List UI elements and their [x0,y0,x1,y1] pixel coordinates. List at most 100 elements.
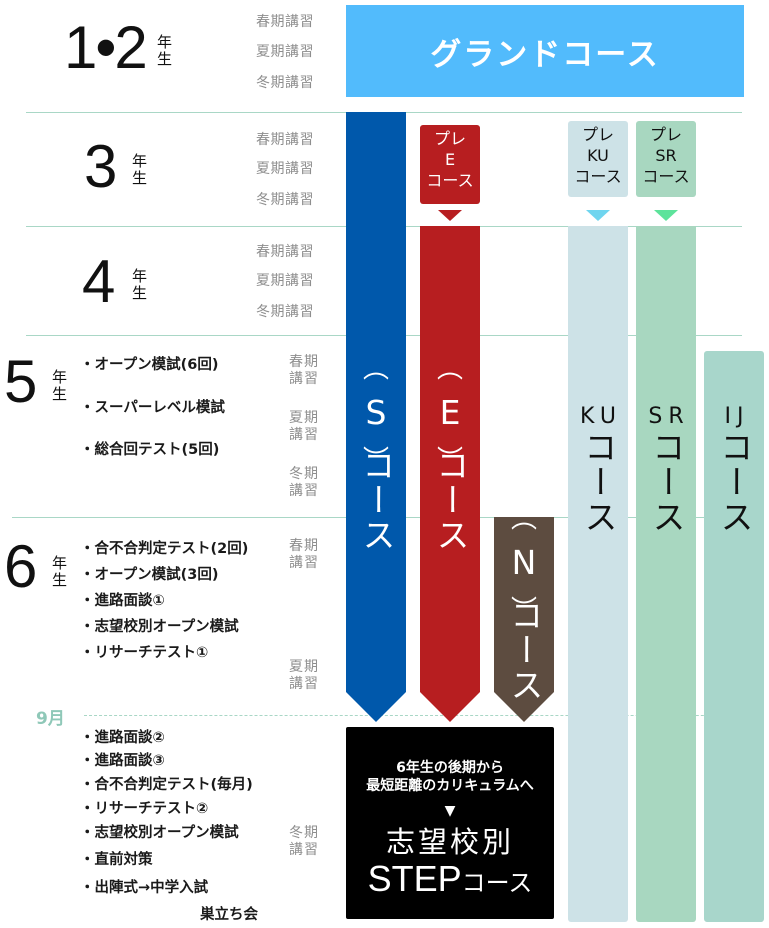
grade-suffix: 年生 [157,33,173,68]
grade-number: 1•2 [64,14,148,81]
e-course-paren-close: ⌒ [437,424,464,454]
e-course-name: コース [431,448,470,553]
ku-course-name: コース [579,430,618,535]
ku-course-label: KU コース [568,404,628,535]
pre-sr-course-box[interactable]: プレ SR コース [636,121,696,197]
ku-course-bar[interactable] [568,226,628,922]
season-winter: 冬期講習 [289,825,319,858]
pre-ku-down-arrow-icon [586,210,610,221]
sr-course-bar[interactable] [636,226,696,922]
grade-number: 4 [82,248,115,315]
pre-sr-line1: プレ [649,125,682,144]
season-summer: 夏期講習 [289,410,319,443]
grade-suffix: 年生 [132,152,148,187]
n-course-bar[interactable] [494,517,554,724]
s-course-bar[interactable] [346,112,406,724]
event-item: ・進路面談① [80,593,165,609]
event-item: ・志望校別オープン模試 [80,825,239,841]
event-item: ・スーパーレベル模試 [80,400,225,416]
pre-sr-line2: SR [655,146,677,165]
event-item: ・合不合判定テスト(毎月) [80,777,253,793]
sr-course-label: SR コース [636,404,696,535]
s-course-paren-close: ⌒ [363,424,390,454]
ku-course-code: KU [580,404,622,429]
n-course-paren-close: ⌒ [511,574,538,604]
separator-september [84,715,764,716]
e-course-code: E [439,393,461,432]
pre-sr-down-arrow-icon [654,210,678,221]
event-item: ・リサーチテスト① [80,645,209,661]
step-title-latin: STEP [367,858,462,899]
pre-ku-line3: コース [574,167,622,186]
pre-ku-course-box[interactable]: プレ KU コース [568,121,628,197]
season-summer: 夏期講習 [256,273,314,289]
n-course-code: N [511,543,537,582]
pre-sr-line3: コース [642,167,690,186]
e-course-paren-open: ⌒ [436,372,463,402]
season-spring: 春期講習 [256,244,314,260]
step-down-arrow-icon: ▼ [444,803,456,819]
sr-course-name: コース [647,430,686,535]
event-item: ・リサーチテスト② [80,801,209,817]
n-course-label: ⌒ N ⌒ コース [494,522,554,703]
month-marker: 9月 [36,709,65,729]
season-winter: 冬期講習 [256,192,314,208]
event-item: ・合不合判定テスト(2回) [80,541,249,557]
n-course-shape [494,517,554,722]
season-summer: 夏期講習 [256,44,314,60]
pre-e-down-arrow-icon [438,210,462,221]
season-winter: 冬期講習 [256,75,314,91]
season-winter: 冬期講習 [256,304,314,320]
grade-suffix: 年生 [132,267,148,302]
grade-suffix: 年生 [52,554,68,589]
s-course-name: コース [357,448,396,553]
step-lead-line2: 最短距離のカリキュラムへ [366,778,534,794]
season-spring: 春期講習 [289,354,319,387]
e-course-label: ⌒ E ⌒ コース [420,372,480,553]
ij-course-code: IJ [724,404,750,429]
season-spring: 春期講習 [256,14,314,30]
pre-ku-line2: KU [587,146,609,165]
season-summer: 夏期講習 [256,161,314,177]
step-title-line1: 志望校別 [385,825,514,859]
step-title-kana: コース [461,869,533,897]
ij-course-bar[interactable] [704,351,764,922]
season-summer: 夏期講習 [289,659,319,692]
event-item: ・進路面談② [80,730,165,746]
s-course-code: S [365,393,387,432]
grade-number: 3 [84,133,117,200]
n-course-paren-open: ⌒ [510,522,537,552]
ij-course-name: コース [715,430,754,535]
event-item: ・出陣式→中学入試 [80,880,209,896]
event-item: ・オープン模試(3回) [80,567,219,583]
event-item: ・志望校別オープン模試 [80,619,239,635]
s-course-paren-open: ⌒ [362,372,389,402]
event-item: ・総合回テスト(5回) [80,442,220,458]
n-course-name: コース [505,598,544,703]
e-course-bar[interactable] [420,226,480,724]
e-course-shape [420,226,480,722]
event-item: ・進路面談③ [80,753,165,769]
step-course-box[interactable]: 6年生の後期から 最短距離のカリキュラムへ ▼ 志望校別 STEPコース [346,727,554,919]
season-spring: 春期講習 [289,538,319,571]
pre-e-line3: コース [426,171,474,190]
ij-course-label: IJ コース [704,404,764,535]
pre-e-line1: プレ [433,129,466,148]
s-course-label: ⌒ S ⌒ コース [346,372,406,553]
grand-course-banner[interactable]: グランドコース [346,5,744,97]
grade-suffix: 年生 [52,368,68,403]
event-item: ・オープン模試(6回) [80,357,219,373]
event-item: ・直前対策 [80,852,153,868]
s-course-shape [346,112,406,722]
pre-e-line2: E [444,150,456,169]
season-winter: 冬期講習 [289,466,319,499]
grade-number: 5 [4,348,37,415]
step-title-line2: STEPコース [346,859,554,906]
season-spring: 春期講習 [256,132,314,148]
step-lead-line1: 6年生の後期から [396,760,504,776]
pre-e-course-box[interactable]: プレ E コース [420,125,480,204]
sr-course-code: SR [648,404,690,429]
event-item-final: 巣立ち会 [200,907,258,923]
grade-number: 6 [4,533,37,600]
pre-ku-line1: プレ [581,125,614,144]
